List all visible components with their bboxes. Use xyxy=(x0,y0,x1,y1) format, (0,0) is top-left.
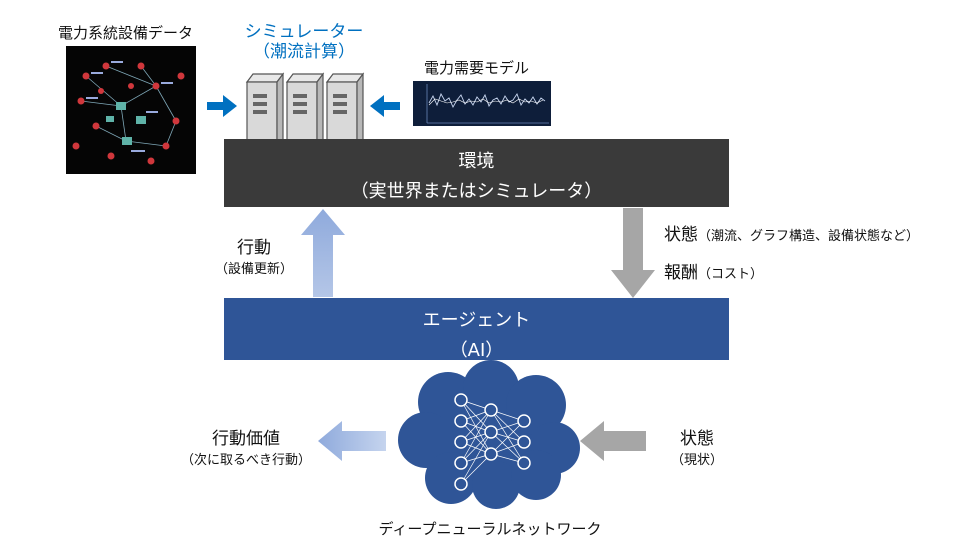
simulator-label-line1: シミュレーター xyxy=(244,22,364,42)
arrow-grid-to-simulator xyxy=(207,95,237,117)
network-caption: ディープニューラルネットワーク xyxy=(378,520,602,538)
arrow-state-down xyxy=(611,208,655,298)
environment-title: 環境 xyxy=(458,151,495,172)
demand-model-label: 電力需要モデル xyxy=(424,59,530,77)
action-main: 行動 xyxy=(237,238,271,258)
neural-network-cloud xyxy=(398,360,580,509)
environment-subtitle: （実世界またはシミュレータ） xyxy=(350,181,603,202)
arrow-to-action-value xyxy=(318,421,386,461)
arrow-action-up xyxy=(301,209,345,297)
state-output-main: 状態 xyxy=(664,225,698,245)
grid-data-label: 電力系統設備データ xyxy=(58,24,194,42)
action-sub: （設備更新） xyxy=(214,262,293,277)
state-input-sub: （現状） xyxy=(670,453,723,468)
action-label: 行動 （設備更新） xyxy=(214,233,294,277)
action-value-label: 行動価値 （次に取るべき行動） xyxy=(176,424,316,468)
state-output-sub: （潮流、グラフ構造、設備状態など） xyxy=(698,229,920,244)
agent-box: エージェント （AI） xyxy=(224,298,729,361)
simulator-label: シミュレーター （潮流計算） xyxy=(234,22,374,62)
agent-subtitle: （AI） xyxy=(449,340,504,361)
reward-label: 報酬（コスト） xyxy=(664,258,763,283)
simulator-label-line2: （潮流計算） xyxy=(253,42,355,62)
state-input-main: 状態 xyxy=(680,429,714,449)
arrow-demand-to-simulator xyxy=(370,95,400,117)
demand-model-image xyxy=(413,81,551,126)
state-input-label: 状態 （現状） xyxy=(662,424,732,468)
grid-network-image xyxy=(66,46,196,174)
reward-sub: （コスト） xyxy=(698,267,764,282)
arrow-state-to-network xyxy=(580,421,646,461)
action-value-sub: （次に取るべき行動） xyxy=(180,453,311,468)
agent-title: エージェント xyxy=(422,310,531,331)
reward-main: 報酬 xyxy=(664,263,698,283)
action-value-main: 行動価値 xyxy=(212,429,280,449)
state-output-label: 状態（潮流、グラフ構造、設備状態など） xyxy=(664,220,919,245)
environment-box: 環境 （実世界またはシミュレータ） xyxy=(224,139,729,207)
